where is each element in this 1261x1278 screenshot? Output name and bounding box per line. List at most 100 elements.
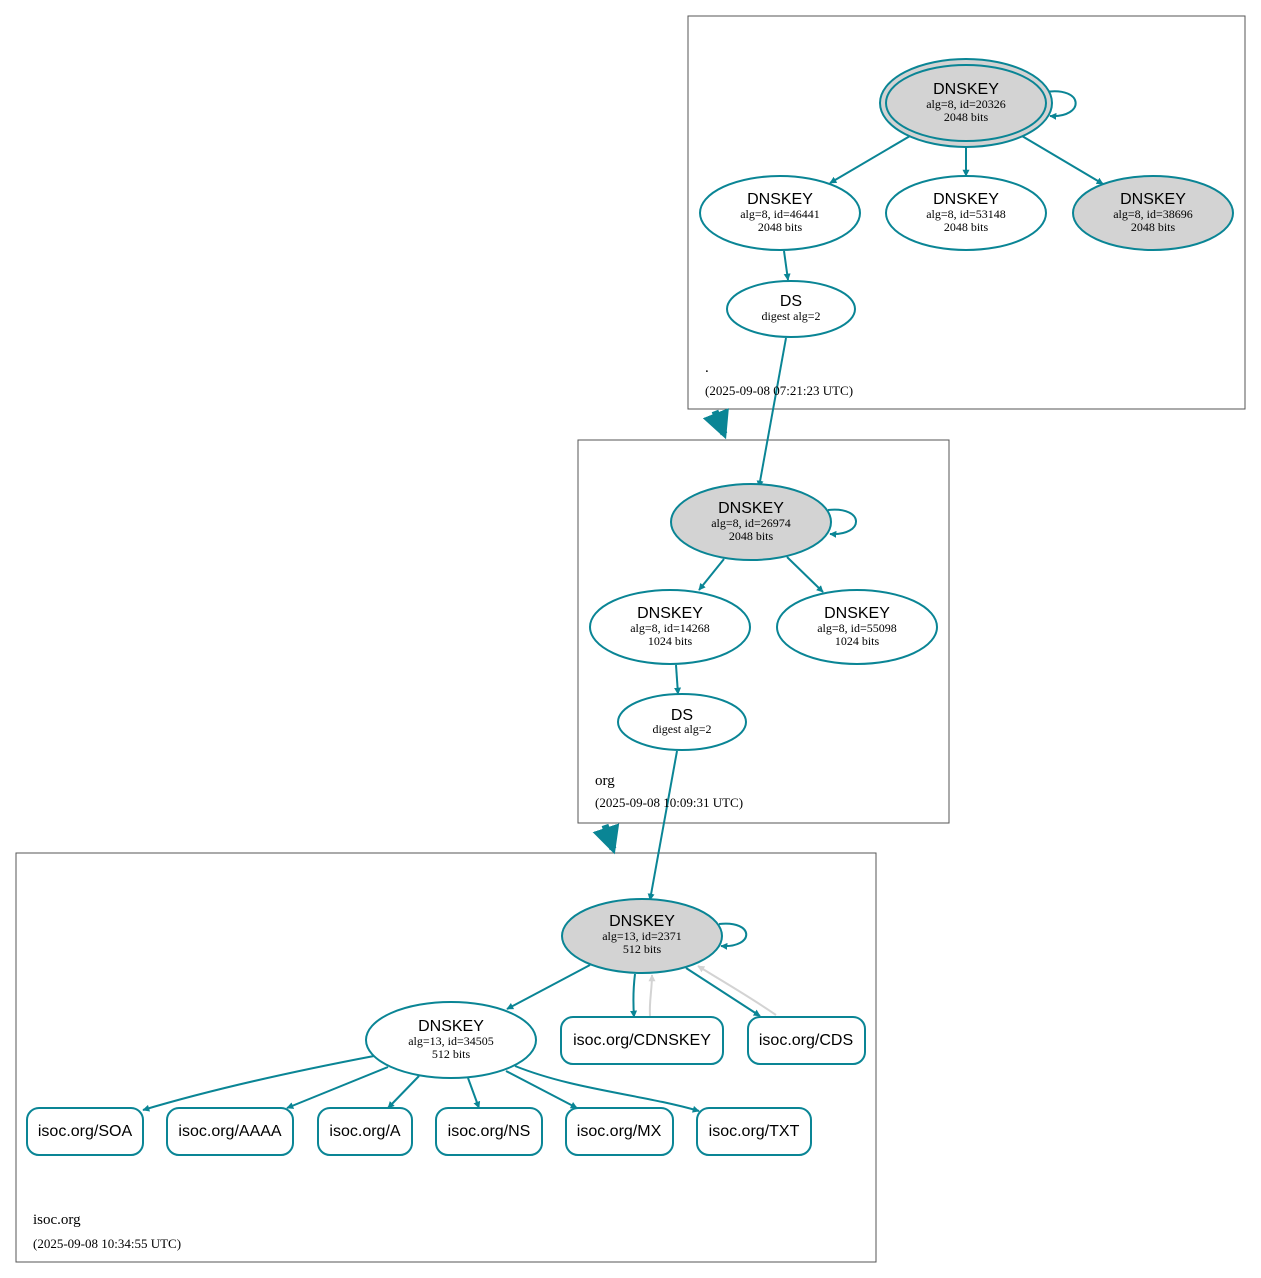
rrset-label: isoc.org/AAAA xyxy=(178,1123,281,1140)
edge-root-46441-to-ds xyxy=(783,250,791,281)
dnskey-bits: 2048 bits xyxy=(1131,220,1176,234)
zone-org-name: org xyxy=(595,773,615,789)
dnskey-node-root-ksk[interactable]: DNSKEY alg=8, id=20326 2048 bits xyxy=(879,58,1053,148)
edge-org-ksk-to-14268 xyxy=(698,558,725,591)
delegation-arrow-org-to-isoc xyxy=(592,823,620,855)
dnskey-title: DNSKEY xyxy=(1120,191,1186,208)
edge-org-14268-to-ds xyxy=(674,664,682,695)
rrset-label: isoc.org/TXT xyxy=(709,1123,800,1140)
rrset-node-cdnskey[interactable]: isoc.org/CDNSKEY xyxy=(560,1016,724,1065)
rrset-box xyxy=(747,1016,866,1065)
dnskey-detail: alg=8, id=38696 xyxy=(1113,207,1193,221)
rrset-node-aaaa[interactable]: isoc.org/AAAA xyxy=(166,1107,294,1156)
dnskey-ellipse xyxy=(699,175,861,251)
rrset-box xyxy=(166,1107,294,1156)
dnskey-bits: 512 bits xyxy=(432,1047,471,1061)
ds-ellipse xyxy=(726,280,856,338)
ds-detail: digest alg=2 xyxy=(761,309,820,323)
dnskey-node-org-ksk[interactable]: DNSKEY alg=8, id=26974 2048 bits xyxy=(670,483,832,561)
rrset-label: isoc.org/CDS xyxy=(759,1032,853,1049)
dnskey-node-root-53148[interactable]: DNSKEY alg=8, id=53148 2048 bits xyxy=(885,175,1047,251)
rrset-label: isoc.org/SOA xyxy=(38,1123,133,1140)
dnskey-title: DNSKEY xyxy=(747,191,813,208)
dnskey-detail: alg=13, id=34505 xyxy=(408,1034,494,1048)
dnskey-bits: 1024 bits xyxy=(835,634,880,648)
dnskey-ellipse xyxy=(885,64,1047,142)
dnskey-ellipse xyxy=(670,483,832,561)
rrset-node-ns[interactable]: isoc.org/NS xyxy=(435,1107,543,1156)
zone-isoc-timestamp: (2025-09-08 10:34:55 UTC) xyxy=(33,1236,181,1251)
dnskey-detail: alg=8, id=14268 xyxy=(630,621,710,635)
zone-isoc-name: isoc.org xyxy=(33,1212,81,1228)
dnskey-detail: alg=8, id=26974 xyxy=(711,516,791,530)
dnskey-ellipse xyxy=(885,175,1047,251)
dnskey-title: DNSKEY xyxy=(637,605,703,622)
delegation-arrow-root-to-org xyxy=(702,408,729,440)
dnskey-detail: alg=8, id=46441 xyxy=(740,207,820,221)
dnskey-ellipse xyxy=(365,1001,537,1079)
edge-isoc-ksk-to-cdnskey xyxy=(630,973,638,1018)
rrset-label: isoc.org/CDNSKEY xyxy=(573,1032,711,1049)
zone-isoc-box xyxy=(15,852,877,1263)
dnskey-node-isoc-34505[interactable]: DNSKEY alg=13, id=34505 512 bits xyxy=(365,1001,537,1079)
dnskey-node-org-55098[interactable]: DNSKEY alg=8, id=55098 1024 bits xyxy=(776,589,938,665)
ds-node-org[interactable]: DS digest alg=2 xyxy=(617,693,747,751)
rrset-box xyxy=(317,1107,413,1156)
rrset-node-mx[interactable]: isoc.org/MX xyxy=(565,1107,674,1156)
dnskey-ellipse xyxy=(561,898,723,974)
edge-zsk-to-aaaa xyxy=(286,1066,389,1109)
rrset-box xyxy=(696,1107,812,1156)
zone-org-box xyxy=(577,439,950,824)
zone-root-name: . xyxy=(705,360,709,376)
dnskey-detail: alg=8, id=53148 xyxy=(926,207,1006,221)
rrset-box xyxy=(560,1016,724,1065)
edge-isoc-ksk-to-34505 xyxy=(506,964,591,1010)
dnskey-bits: 2048 bits xyxy=(758,220,803,234)
dnskey-node-org-14268[interactable]: DNSKEY alg=8, id=14268 1024 bits xyxy=(589,589,751,665)
rrset-box xyxy=(26,1107,144,1156)
dnskey-node-root-46441[interactable]: DNSKEY alg=8, id=46441 2048 bits xyxy=(699,175,861,251)
edge-isoc-ksk-to-cds xyxy=(685,967,761,1017)
edge-root-ds-to-org-ksk xyxy=(756,337,787,488)
dnskey-bits: 2048 bits xyxy=(944,220,989,234)
rrset-label: isoc.org/A xyxy=(329,1123,400,1140)
dnskey-node-isoc-ksk[interactable]: DNSKEY alg=13, id=2371 512 bits xyxy=(561,898,723,974)
rrset-node-txt[interactable]: isoc.org/TXT xyxy=(696,1107,812,1156)
dnskey-bits: 2048 bits xyxy=(944,110,989,124)
rrset-box xyxy=(435,1107,543,1156)
zone-org-timestamp: (2025-09-08 10:09:31 UTC) xyxy=(595,795,743,810)
rrset-node-cds[interactable]: isoc.org/CDS xyxy=(747,1016,866,1065)
ds-title: DS xyxy=(671,707,693,724)
ds-node-root[interactable]: DS digest alg=2 xyxy=(726,280,856,338)
rrset-box xyxy=(565,1107,674,1156)
dnskey-title: DNSKEY xyxy=(418,1018,484,1035)
dnskey-title: DNSKEY xyxy=(609,913,675,930)
dnskey-title: DNSKEY xyxy=(824,605,890,622)
ds-detail: digest alg=2 xyxy=(652,722,711,736)
dnskey-ellipse xyxy=(589,589,751,665)
edge-root-ksk-self xyxy=(1044,90,1077,120)
edge-cdnskey-to-isoc-ksk xyxy=(648,974,656,1017)
dnskey-node-root-38696[interactable]: DNSKEY alg=8, id=38696 2048 bits xyxy=(1072,175,1234,251)
edge-zsk-to-a xyxy=(387,1075,420,1109)
dnskey-detail: alg=8, id=55098 xyxy=(817,621,897,635)
dnskey-bits: 1024 bits xyxy=(648,634,693,648)
ds-ellipse xyxy=(617,693,747,751)
dnskey-bits: 512 bits xyxy=(623,942,662,956)
edge-org-ds-to-isoc-ksk xyxy=(647,750,678,901)
edge-cds-to-isoc-ksk xyxy=(697,965,777,1016)
edge-root-ksk-to-38696 xyxy=(1021,135,1104,185)
rrset-node-a[interactable]: isoc.org/A xyxy=(317,1107,413,1156)
edge-zsk-to-txt xyxy=(514,1065,700,1113)
rrset-node-soa[interactable]: isoc.org/SOA xyxy=(26,1107,144,1156)
edge-zsk-to-soa xyxy=(142,1055,375,1112)
edge-org-ksk-self xyxy=(827,508,857,538)
dnskey-detail: alg=8, id=20326 xyxy=(926,97,1006,111)
edge-zsk-to-mx xyxy=(505,1070,578,1109)
zone-root-box xyxy=(687,15,1246,410)
dnskey-title: DNSKEY xyxy=(933,191,999,208)
dnskey-title: DNSKEY xyxy=(933,81,999,98)
dnskey-detail: alg=13, id=2371 xyxy=(602,929,682,943)
rrset-label: isoc.org/MX xyxy=(577,1123,662,1140)
